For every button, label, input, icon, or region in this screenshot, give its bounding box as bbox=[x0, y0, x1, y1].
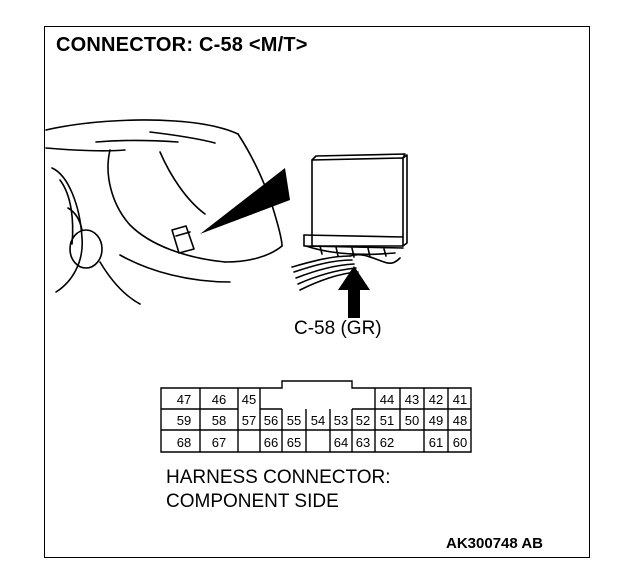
pin-44: 44 bbox=[380, 392, 394, 407]
pin-58: 58 bbox=[212, 413, 226, 428]
pin-43: 43 bbox=[405, 392, 419, 407]
dashboard-illustration bbox=[45, 119, 408, 318]
connector-callout: C-58 (GR) bbox=[294, 318, 382, 339]
pin-67: 67 bbox=[212, 435, 226, 450]
pin-54: 54 bbox=[311, 413, 325, 428]
pin-66: 66 bbox=[264, 435, 278, 450]
pin-57: 57 bbox=[242, 413, 256, 428]
caption-line-2: COMPONENT SIDE bbox=[166, 491, 339, 512]
caption-line-1: HARNESS CONNECTOR: bbox=[166, 467, 391, 488]
pin-55: 55 bbox=[287, 413, 301, 428]
pin-49: 49 bbox=[429, 413, 443, 428]
pin-68: 68 bbox=[177, 435, 191, 450]
connector-outline bbox=[160, 380, 472, 453]
pin-52: 52 bbox=[356, 413, 370, 428]
diagram-frame bbox=[44, 26, 590, 558]
diagram-title: CONNECTOR: C-58 <M/T> bbox=[56, 34, 308, 56]
connector-pin-diagram: 47 46 45 44 43 42 41 59 58 57 56 55 54 5… bbox=[160, 380, 472, 453]
pin-61: 61 bbox=[429, 435, 443, 450]
pin-45: 45 bbox=[242, 392, 256, 407]
pin-60: 60 bbox=[453, 435, 467, 450]
pin-51: 51 bbox=[380, 413, 394, 428]
pin-53: 53 bbox=[334, 413, 348, 428]
pin-41: 41 bbox=[453, 392, 467, 407]
pin-59: 59 bbox=[177, 413, 191, 428]
pin-42: 42 bbox=[429, 392, 443, 407]
pin-64: 64 bbox=[334, 435, 348, 450]
pin-50: 50 bbox=[405, 413, 419, 428]
pin-65: 65 bbox=[287, 435, 301, 450]
pin-46: 46 bbox=[212, 392, 226, 407]
pin-48: 48 bbox=[453, 413, 467, 428]
figure-code: AK300748 AB bbox=[446, 535, 543, 552]
pin-63: 63 bbox=[356, 435, 370, 450]
pin-62: 62 bbox=[380, 435, 394, 450]
pin-56: 56 bbox=[264, 413, 278, 428]
pin-47: 47 bbox=[177, 392, 191, 407]
